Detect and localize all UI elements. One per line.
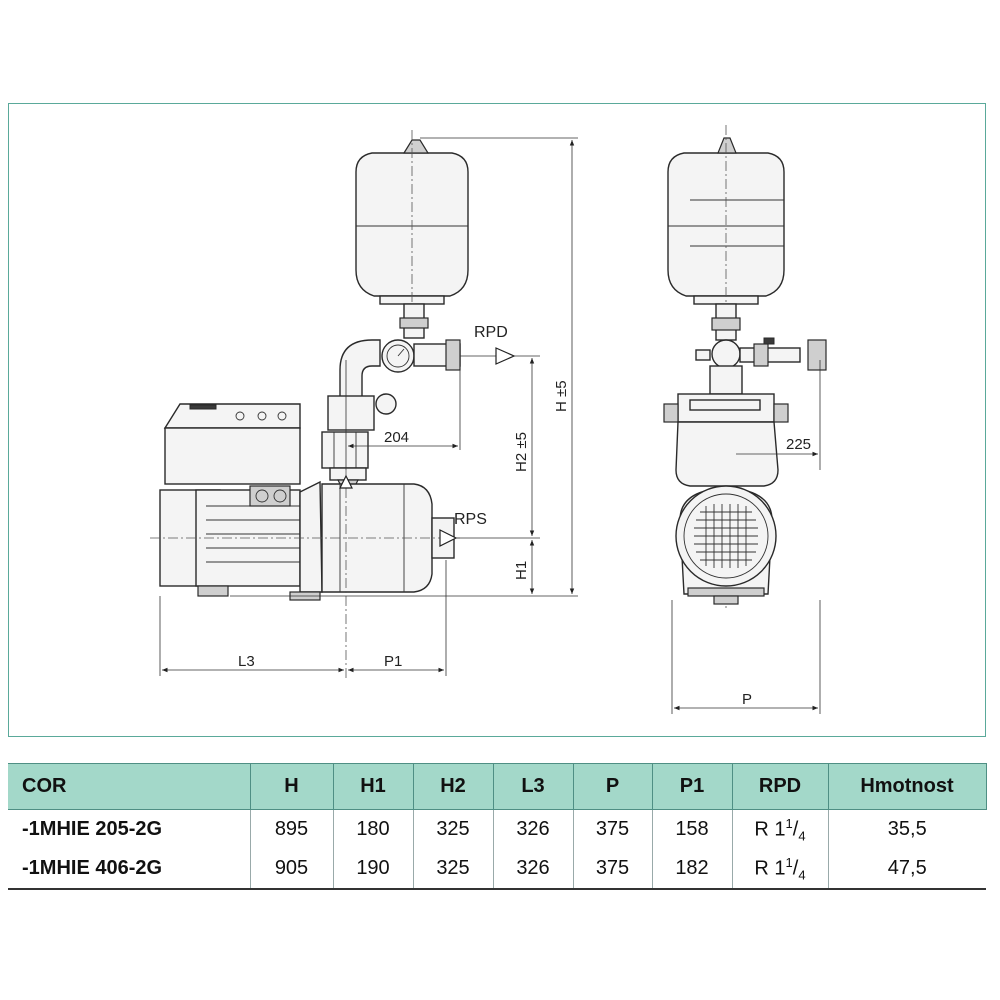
dim-h1: H1 xyxy=(513,561,530,580)
cell-weight: 35,5 xyxy=(827,809,986,849)
header-l3: L3 xyxy=(492,763,574,810)
dim-204: 204 xyxy=(384,429,409,446)
header-p: P xyxy=(572,763,653,810)
dim-225: 225 xyxy=(786,436,811,453)
dim-l3: L3 xyxy=(238,653,255,670)
dim-h2: H2 ±5 xyxy=(513,432,530,472)
cell-p1: 158 xyxy=(651,809,732,849)
rpd-denominator: 4 xyxy=(798,828,806,844)
header-weight: Hmotnost xyxy=(827,763,987,810)
motor-front xyxy=(675,485,777,605)
cell-h: 895 xyxy=(249,809,333,849)
table-row: -1MHIE 406-2G 905 190 325 326 375 182 R … xyxy=(8,849,986,890)
rpd-denominator: 4 xyxy=(798,867,806,883)
cell-rpd: R 11/4 xyxy=(731,849,828,890)
cell-p: 375 xyxy=(572,849,652,890)
side-view xyxy=(150,130,578,680)
control-unit-front xyxy=(663,393,789,487)
cell-h2: 325 xyxy=(412,849,493,890)
cell-p1: 182 xyxy=(651,849,732,890)
header-h1: H1 xyxy=(332,763,414,810)
cell-l3: 326 xyxy=(492,849,573,890)
dim-p1: P1 xyxy=(384,653,402,670)
header-p1: P1 xyxy=(651,763,733,810)
side-dimensions xyxy=(159,137,578,676)
technical-drawing: RPD RPS 204 225 L3 P1 P H ±5 H2 ±5 H1 xyxy=(150,125,827,714)
cell-l3: 326 xyxy=(492,809,573,849)
label-rpd: RPD xyxy=(474,324,508,341)
pump-motor xyxy=(150,470,460,680)
rpd-prefix: R 1 xyxy=(754,857,786,880)
cell-model: -1MHIE 205-2G xyxy=(22,818,163,840)
dim-p: P xyxy=(742,691,752,708)
header-rpd: RPD xyxy=(731,763,829,810)
cell-h1: 180 xyxy=(332,809,413,849)
header-h: H xyxy=(249,763,334,810)
rpd-numerator: 1 xyxy=(785,815,793,831)
front-dimensions xyxy=(671,360,821,714)
cell-model: -1MHIE 406-2G xyxy=(8,849,250,890)
cell-rpd: R 11/4 xyxy=(731,809,828,849)
manifold xyxy=(321,303,461,493)
header-h2: H2 xyxy=(412,763,494,810)
dim-h: H ±5 xyxy=(553,380,570,412)
cell-h: 905 xyxy=(249,849,333,890)
rpd-prefix: R 1 xyxy=(754,818,786,841)
manifold-front xyxy=(695,303,827,395)
header-cor: COR xyxy=(8,763,251,810)
front-view xyxy=(663,125,827,714)
pressure-vessel xyxy=(355,130,469,320)
fan-grill xyxy=(694,504,758,568)
cell-p: 375 xyxy=(572,809,652,849)
table-row: -1MHIE 205-2G 895 180 325 326 375 158 R … xyxy=(8,809,986,849)
cell-h1: 190 xyxy=(332,849,413,890)
cell-weight: 47,5 xyxy=(827,849,986,890)
table-header-row: COR H H1 H2 L3 P P1 RPD Hmotnost xyxy=(8,763,987,810)
control-unit xyxy=(163,403,301,485)
rpd-numerator: 1 xyxy=(785,854,793,870)
spec-table: COR H H1 H2 L3 P P1 RPD Hmotnost -1MHIE … xyxy=(8,763,987,890)
cell-h2: 325 xyxy=(412,809,493,849)
label-rps: RPS xyxy=(454,511,487,528)
